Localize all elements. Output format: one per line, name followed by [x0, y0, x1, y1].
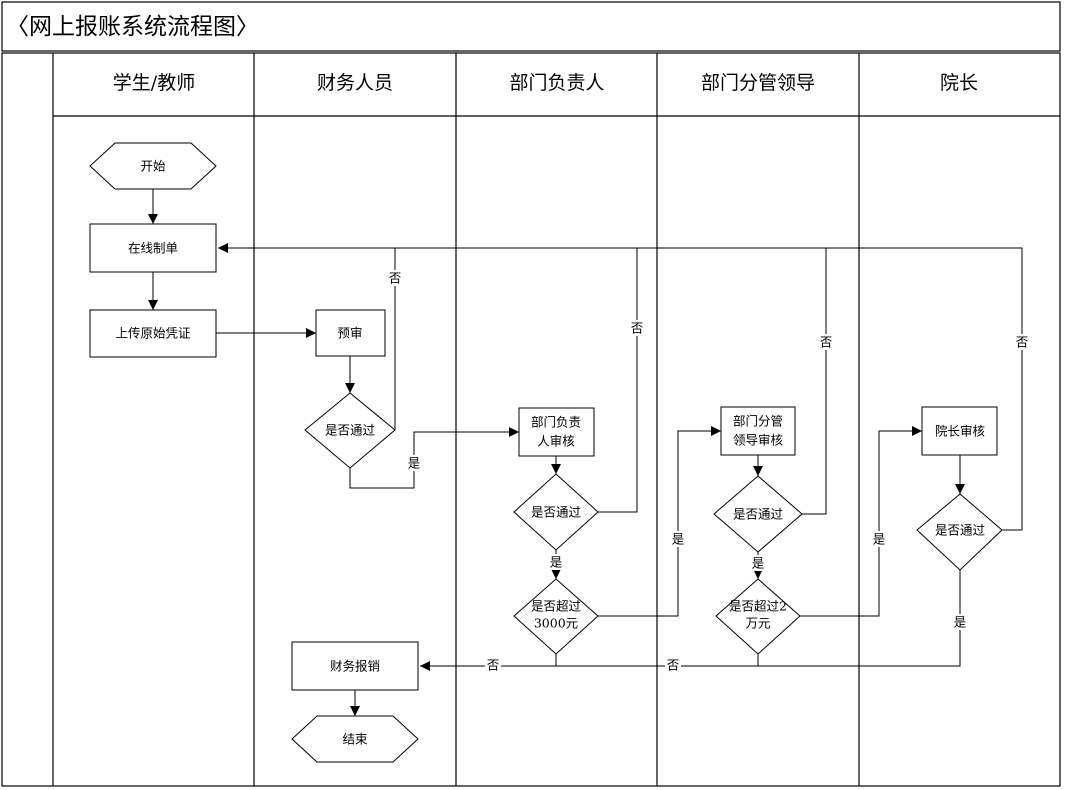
edge-label-yes: 是	[752, 556, 765, 571]
lane-header-finance-staff: 财务人员	[317, 72, 393, 94]
over3000-label-1: 是否超过	[531, 599, 582, 614]
over20k-label-2: 万元	[745, 616, 770, 631]
pass4-label: 是否通过	[935, 523, 986, 538]
dean-review-label: 院长审核	[935, 424, 986, 439]
edge-label-no: 否	[389, 271, 402, 286]
online-form-label: 在线制单	[128, 241, 178, 256]
online-form-node[interactable]	[89, 223, 217, 273]
vp-review-label-2: 领导审核	[733, 433, 784, 448]
edge-label-yes: 是	[672, 532, 685, 547]
swimlane-frame	[1, 52, 1061, 787]
title-bar	[1, 1, 1061, 52]
edge-label-yes: 是	[550, 555, 563, 570]
edge-label-yes: 是	[873, 532, 886, 547]
edge-label-yes: 是	[954, 615, 967, 630]
lane-header-dept-head: 部门负责人	[509, 72, 604, 94]
over3000-decision[interactable]	[513, 578, 599, 655]
over20k-label-1: 是否超过2	[729, 599, 787, 614]
over20k-decision[interactable]	[715, 578, 801, 655]
lane-header-dean: 院长	[940, 72, 978, 94]
edge-label-no: 否	[667, 658, 680, 673]
pass3-decision[interactable]	[713, 475, 803, 553]
edge-label-no: 否	[1016, 335, 1029, 350]
start-label: 开始	[140, 159, 166, 174]
pass4-decision[interactable]	[916, 493, 1003, 571]
pass1-label: 是否通过	[325, 423, 376, 438]
edge-label-yes: 是	[408, 456, 421, 471]
pre-review-label: 预审	[337, 326, 362, 341]
finance-node[interactable]	[291, 641, 419, 691]
end-node[interactable]	[291, 715, 419, 763]
end-label: 结束	[342, 732, 368, 747]
lane-header-dept-vp: 部门分管领导	[701, 72, 815, 94]
pass2-decision[interactable]	[513, 473, 599, 551]
edge-pass1-yes	[349, 427, 519, 489]
vp-review-label-1: 部门分管	[733, 414, 783, 429]
diagram-title: 〈网上报账系统流程图〉	[6, 14, 259, 40]
finance-label: 财务报销	[330, 659, 380, 674]
edge-return-to-form	[218, 243, 1023, 530]
dean-review-node[interactable]	[921, 406, 998, 456]
edge-label-no: 否	[820, 335, 833, 350]
start-node[interactable]	[89, 142, 217, 190]
over3000-label-2: 3000元	[534, 616, 578, 631]
pass3-label: 是否通过	[733, 507, 784, 522]
edge-pass3-no	[802, 248, 827, 515]
pass2-label: 是否通过	[531, 505, 582, 520]
dept-review-node[interactable]	[518, 407, 595, 457]
edge-label-no: 否	[487, 658, 500, 673]
edge-label-no: 否	[631, 321, 644, 336]
edge-pass2-no	[598, 248, 638, 513]
lane-header-student-teacher: 学生/教师	[113, 72, 195, 94]
upload-label: 上传原始凭证	[115, 326, 191, 341]
upload-node[interactable]	[89, 309, 217, 358]
edge-over20k-yes	[800, 426, 922, 617]
edge-to-finance	[420, 570, 961, 671]
dept-review-label-1: 部门负责	[531, 415, 581, 430]
vp-review-node[interactable]	[720, 406, 796, 456]
dept-review-label-2: 人审核	[537, 434, 575, 449]
pass1-decision[interactable]	[304, 392, 396, 469]
edge-over3000-yes	[598, 426, 721, 617]
pre-review-node[interactable]	[315, 309, 386, 357]
